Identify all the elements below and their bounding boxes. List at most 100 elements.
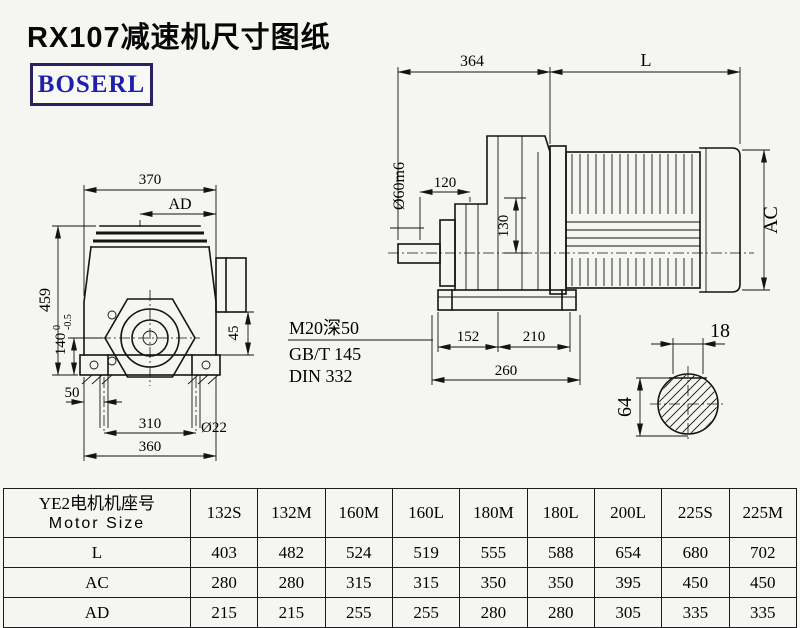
dim-ad-label: AD bbox=[168, 196, 191, 213]
motor-fins-bottom bbox=[571, 258, 693, 286]
dim-64-label: 64 bbox=[614, 397, 636, 417]
dim-260-label: 260 bbox=[495, 363, 518, 379]
table-cell: 395 bbox=[593, 567, 663, 598]
dim-140-label: 140 bbox=[53, 333, 69, 356]
motor-flange bbox=[549, 145, 567, 295]
shaft-end-view: 18 64 bbox=[614, 320, 730, 442]
foot-hole bbox=[201, 360, 211, 370]
table-row-L: L 403 482 524 519 555 588 654 680 702 bbox=[3, 537, 798, 568]
dim-210-label: 210 bbox=[523, 329, 546, 345]
dim-459-label: 459 bbox=[37, 288, 54, 312]
side-mounting-base bbox=[437, 289, 577, 311]
dim-o22-label: Ø22 bbox=[201, 420, 227, 436]
column-header: 132M bbox=[257, 488, 326, 538]
column-header: 225M bbox=[728, 488, 798, 538]
ext-360 bbox=[83, 377, 217, 461]
hatching bbox=[81, 374, 219, 385]
dim-140-tol-upper: 0 bbox=[52, 325, 63, 330]
table-cell: 654 bbox=[593, 537, 663, 568]
side-cover bbox=[215, 257, 247, 313]
motor-band-lines bbox=[566, 221, 700, 247]
gearbox-ribs bbox=[465, 136, 539, 290]
dim-L-label: L bbox=[641, 50, 652, 70]
dim-130-label: 130 bbox=[496, 215, 512, 238]
row-label: L bbox=[3, 537, 191, 568]
table-cell: 450 bbox=[661, 567, 730, 598]
page-title: RX107减速机尺寸图纸 bbox=[27, 22, 331, 54]
table-cell: 350 bbox=[459, 567, 528, 598]
table-cell: 519 bbox=[391, 537, 461, 568]
bolt-circle bbox=[107, 310, 117, 320]
dim-140-tol-lower: -0.5 bbox=[63, 314, 74, 330]
dim-360-label: 360 bbox=[139, 439, 162, 455]
bolt-circle bbox=[107, 356, 117, 366]
column-header: 200L bbox=[593, 488, 663, 538]
base-notches bbox=[451, 289, 563, 311]
table-cell: 482 bbox=[257, 537, 326, 568]
ext-120 bbox=[419, 197, 471, 240]
motor-size-table: YE2电机机座号 Motor Size 132S 132M 160M 160L … bbox=[3, 488, 798, 628]
column-header: 160L bbox=[391, 488, 461, 538]
table-cell: 524 bbox=[324, 537, 393, 568]
table-cell: 350 bbox=[526, 567, 595, 598]
ext-bottom bbox=[431, 312, 581, 385]
header-cn: YE2电机机座号 bbox=[38, 493, 156, 513]
side-view: 364 L AC Ø60m6 120 130 152 210 260 M20深5… bbox=[288, 50, 782, 386]
table-cell: 305 bbox=[593, 597, 663, 628]
table-cell: 280 bbox=[257, 567, 326, 598]
dim-shaft-label: Ø60m6 bbox=[391, 162, 408, 210]
table-cell: 335 bbox=[728, 597, 798, 628]
dim-ac-label: AC bbox=[760, 206, 782, 234]
end-view-centerlines bbox=[650, 366, 726, 442]
ext-64 bbox=[636, 377, 688, 437]
fan-cover bbox=[699, 147, 741, 293]
foot-hole bbox=[89, 360, 99, 370]
motor-body bbox=[565, 151, 701, 289]
column-header: 180L bbox=[526, 488, 595, 538]
column-header: 180M bbox=[459, 488, 528, 538]
table-cell: 280 bbox=[526, 597, 595, 628]
dim-310-label: 310 bbox=[139, 416, 162, 432]
row-label: AD bbox=[3, 597, 191, 628]
note-thread: M20深50 bbox=[289, 318, 359, 338]
table-cell: 215 bbox=[257, 597, 326, 628]
dim-50-label: 50 bbox=[65, 385, 80, 401]
header-en: Motor Size bbox=[48, 515, 146, 533]
table-row-AC: AC 280 280 315 315 350 350 395 450 450 bbox=[3, 567, 798, 598]
output-shaft bbox=[397, 243, 441, 264]
table-cell: 280 bbox=[459, 597, 528, 628]
dim-45-label: 45 bbox=[226, 326, 242, 341]
motor-fins-top bbox=[571, 154, 693, 214]
column-header: 225S bbox=[661, 488, 730, 538]
bolt-hole-centerlines bbox=[103, 377, 197, 434]
row-label: AC bbox=[3, 567, 191, 598]
table-cell: 255 bbox=[324, 597, 393, 628]
table-cell: 315 bbox=[324, 567, 393, 598]
table-cell: 588 bbox=[526, 537, 595, 568]
front-centerlines bbox=[100, 290, 200, 386]
table-cell: 680 bbox=[661, 537, 730, 568]
note-din: DIN 332 bbox=[289, 366, 353, 386]
column-header: 160M bbox=[324, 488, 393, 538]
ext-370 bbox=[83, 185, 217, 296]
front-view: 370 AD 459 140 0 -0.5 45 50 310 360 Ø22 bbox=[37, 172, 254, 461]
column-header: 132S bbox=[189, 488, 259, 538]
motor-size-header-cell: YE2电机机座号 Motor Size bbox=[3, 488, 191, 538]
note-gbt: GB/T 145 bbox=[289, 344, 361, 364]
shaft-hatching bbox=[659, 375, 717, 433]
table-cell: 280 bbox=[189, 567, 259, 598]
table-cell: 403 bbox=[189, 537, 259, 568]
dim-152-label: 152 bbox=[457, 329, 480, 345]
gearbox-side-outline bbox=[454, 135, 551, 291]
dim-18-label: 18 bbox=[710, 320, 730, 342]
boserl-logo-text: BOSERL bbox=[37, 70, 146, 98]
dim-370-label: 370 bbox=[139, 172, 162, 188]
ext-364-L bbox=[397, 67, 741, 240]
technical-drawing: 370 AD 459 140 0 -0.5 45 50 310 360 Ø22 bbox=[37, 50, 782, 461]
table-cell: 215 bbox=[189, 597, 259, 628]
boserl-logo-box: BOSERL bbox=[30, 63, 153, 106]
dim-120-label: 120 bbox=[434, 175, 457, 191]
table-cell: 315 bbox=[391, 567, 461, 598]
table-row-AD: AD 215 215 255 255 280 280 305 335 335 bbox=[3, 597, 798, 628]
foot-dividers bbox=[107, 354, 193, 376]
